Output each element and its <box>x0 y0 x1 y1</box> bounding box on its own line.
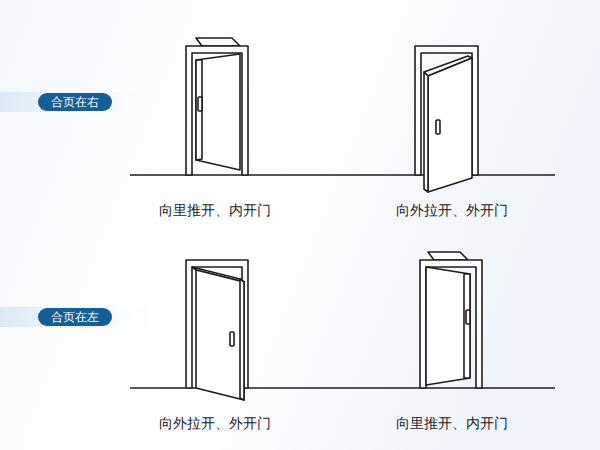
door-caption: 向外拉开、外开门 <box>396 201 508 219</box>
outward-door <box>186 260 248 400</box>
floor-line <box>130 387 555 389</box>
badge-text: 合页在右 <box>47 95 103 109</box>
badge-text: 合页在左 <box>47 310 103 324</box>
hinge-badge: 合页在左 <box>38 308 112 326</box>
outward-door <box>415 46 478 192</box>
door-caption: 向外拉开、外开门 <box>159 414 271 432</box>
inward-door <box>186 38 248 175</box>
door-caption: 向里推开、内开门 <box>396 414 508 432</box>
floor-line <box>130 174 555 176</box>
door-caption: 向里推开、内开门 <box>159 201 271 219</box>
badge-band <box>0 92 170 112</box>
inward-door <box>420 252 482 388</box>
badge-band <box>0 307 170 327</box>
hinge-badge: 合页在右 <box>38 93 112 111</box>
